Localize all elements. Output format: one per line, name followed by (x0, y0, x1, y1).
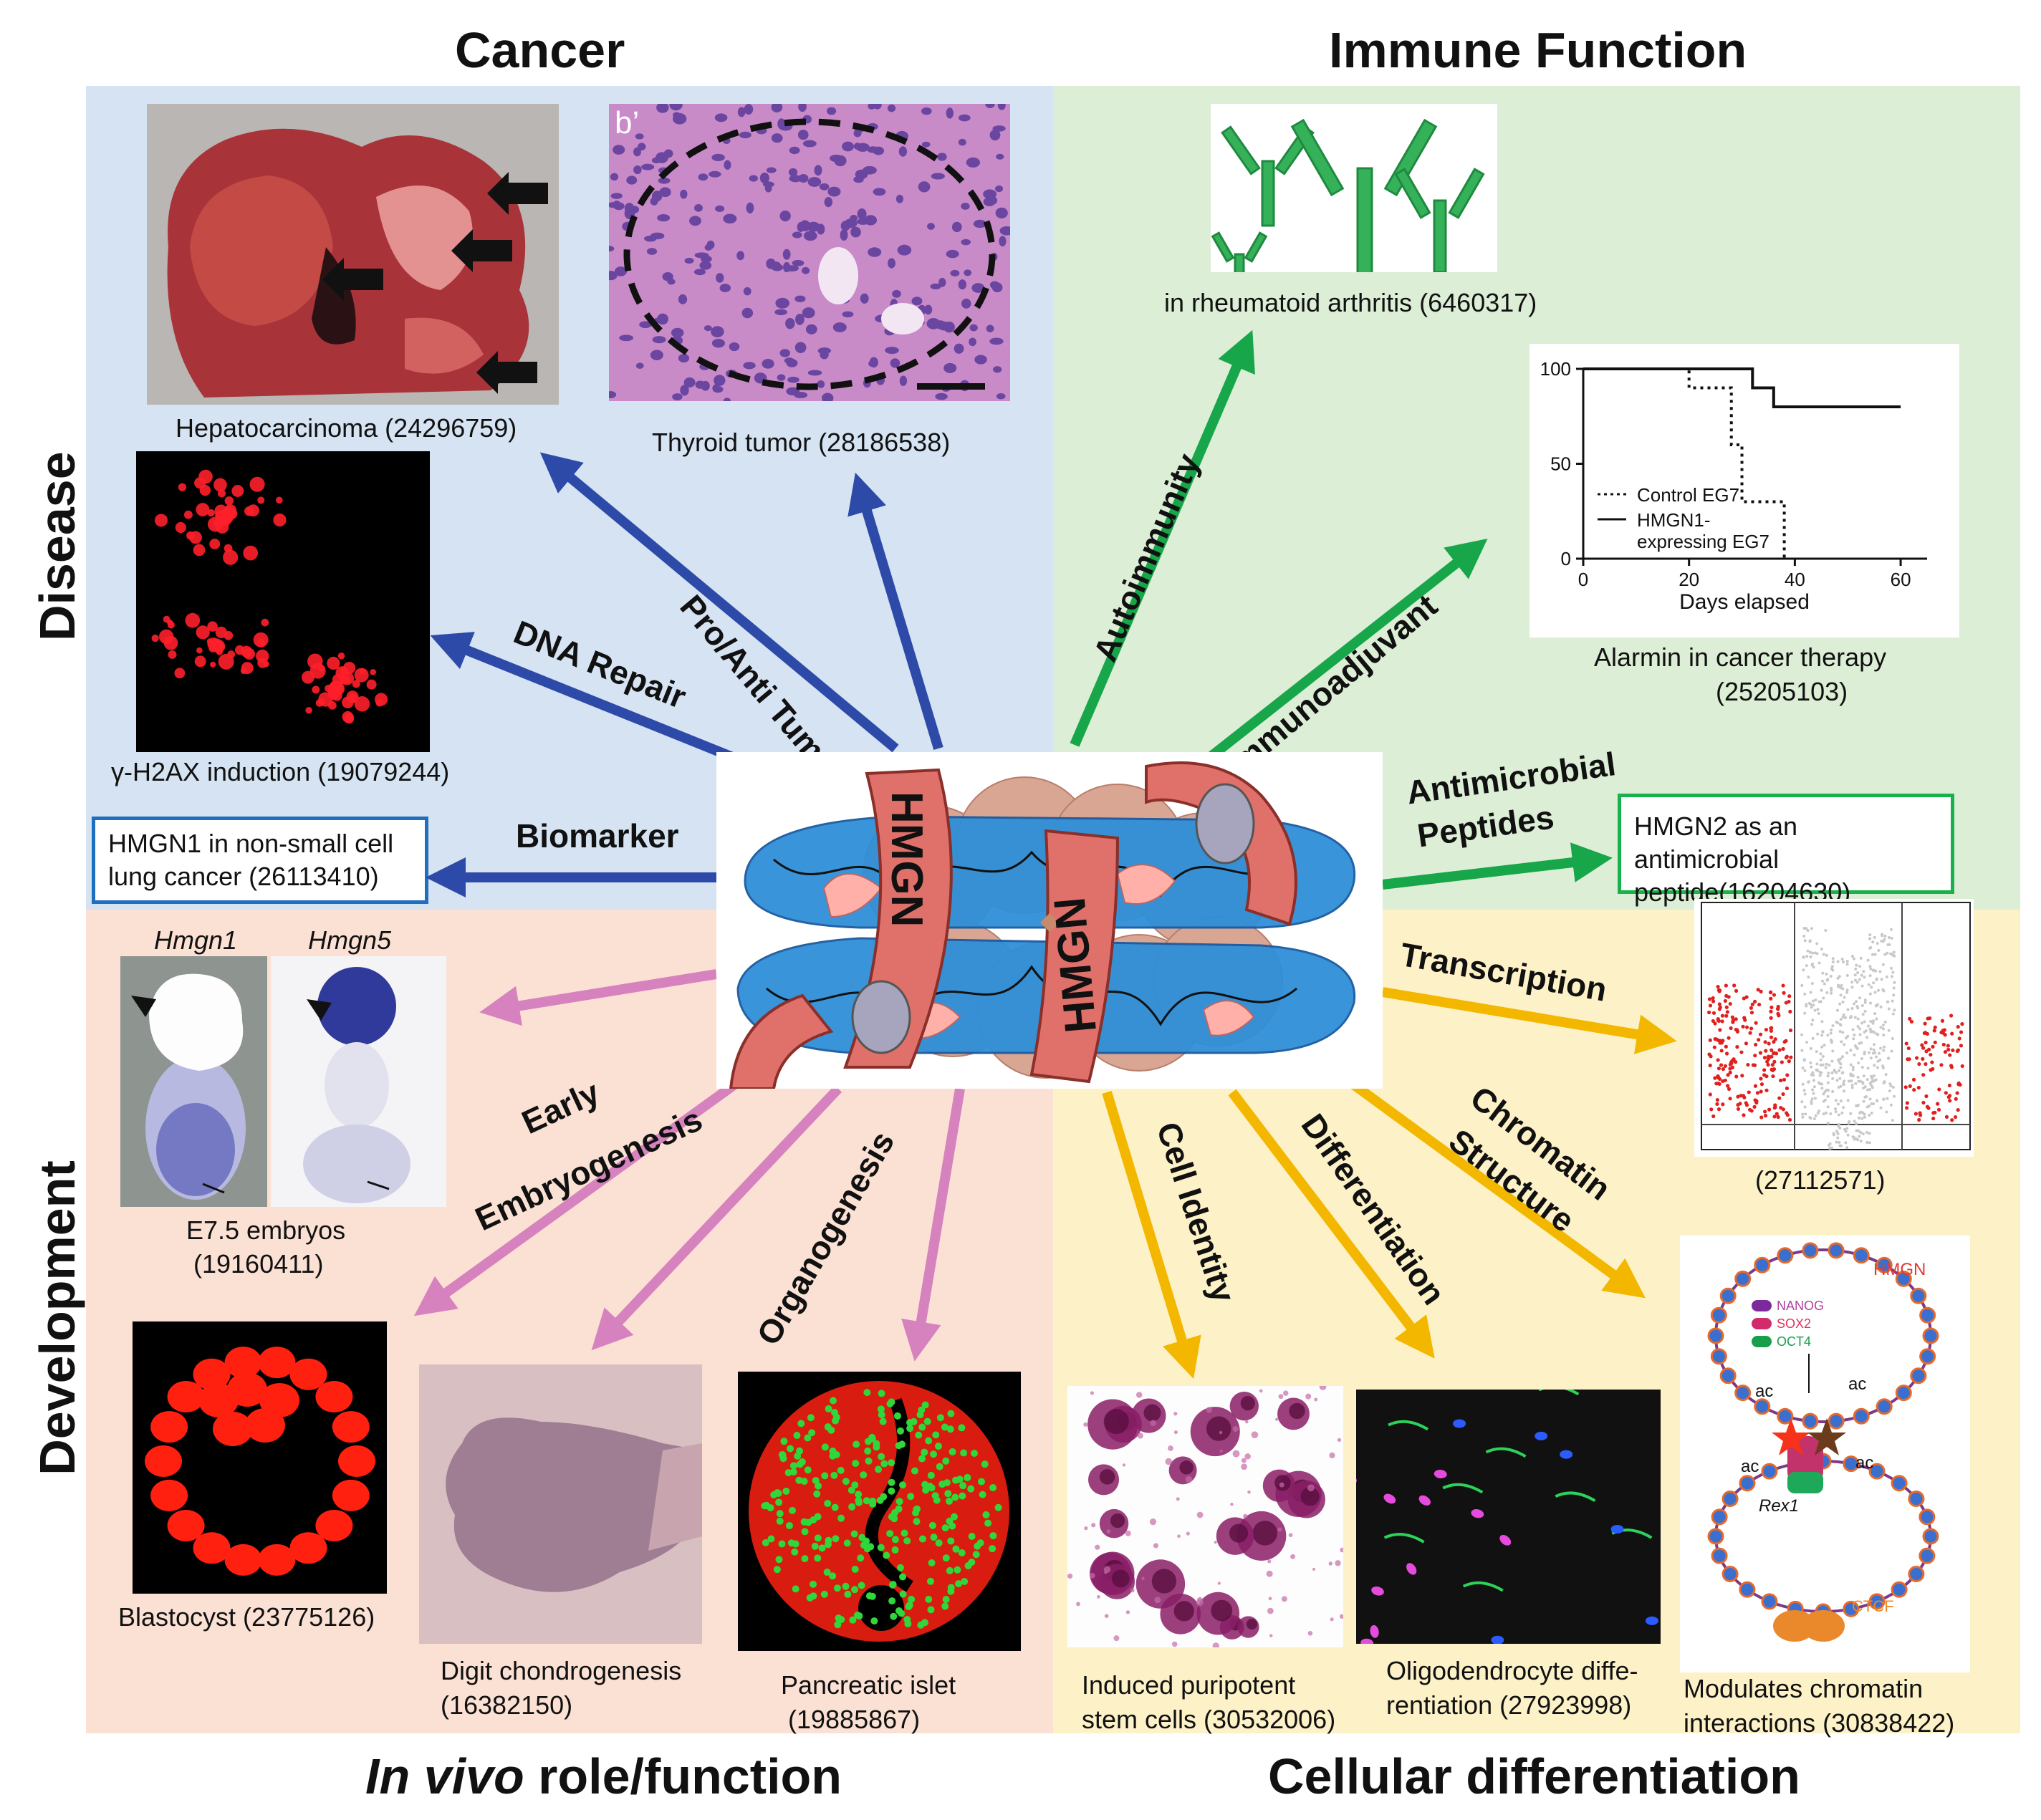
cancer-heading: Cancer (455, 22, 625, 78)
biomarker-box-line2: lung cancer (26113410) (108, 862, 379, 891)
chromatin-rex1: Rex1 (1759, 1496, 1799, 1516)
thyroid-caption: Thyroid tumor (28186538) (652, 428, 951, 457)
oligodendrocyte-image (1356, 1390, 1661, 1644)
h2ax-image (136, 451, 430, 752)
oligo-caption-1: Oligodendrocyte diffe- (1386, 1656, 1638, 1685)
label-biomarker: Biomarker (516, 817, 679, 854)
biomarker-box-line1: HMGN1 in non-small cell (108, 829, 394, 858)
survival-xlabel: Days elapsed (1679, 590, 1810, 614)
survival-chart: 0 20 40 60 0 50 100 Days elapsed Control EG7 H… (1529, 344, 1959, 637)
arrow-h2ax (430, 632, 740, 764)
embryo-image-hmgn1 (120, 956, 267, 1207)
chromatin-oct4: OCT4 (1777, 1334, 1811, 1349)
hepatocarcinoma-image (147, 104, 559, 405)
arrow-chromatin (1336, 1070, 1646, 1299)
volcano-plot (1694, 899, 1974, 1157)
pancreatic-image (738, 1372, 1021, 1651)
survival-xtick-label: 0 (1578, 569, 1588, 590)
survival-legend: Control EG7 HMGN1- expressing EG7 (1598, 484, 1769, 552)
legend-hmgn1: HMGN1- (1637, 509, 1711, 531)
chromatin-caption-2: interactions (30838422) (1684, 1708, 1955, 1738)
invivo-heading: In vivo role/function (365, 1748, 842, 1805)
hepatocarcinoma-caption: Hepatocarcinoma (24296759) (176, 413, 517, 443)
chromatin-diagram: HMGN NANOG SOX2 OCT4 ac ac ac ac Rex1 CT… (1680, 1236, 1970, 1672)
chromatin-caption-1: Modulates chromatin (1684, 1674, 1924, 1703)
hmgn1-label: Hmgn1 (154, 925, 238, 955)
arrow-transcription (1381, 987, 1677, 1054)
chromatin-ac-4: ac (1855, 1453, 1873, 1473)
arrow-pancreatic (901, 1087, 965, 1362)
hmgn-label-2: HMGN (1045, 895, 1106, 1035)
ipsc-caption-2: stem cells (30532006) (1082, 1705, 1336, 1734)
survival-xtick-label: 20 (1679, 569, 1699, 590)
invivo-rest: role/function (524, 1748, 842, 1804)
ipsc-caption-1: Induced puripotent (1082, 1670, 1296, 1700)
antimicrobial-box: HMGN2 as an antimicrobial peptide(162046… (1618, 794, 1954, 907)
survival-ytick-label: 0 (1561, 548, 1571, 569)
biomarker-box: HMGN1 in non-small cell lung cancer (261… (92, 817, 428, 904)
blastocyst-caption: Blastocyst (23775126) (118, 1602, 375, 1632)
arrow-embryo (479, 969, 718, 1026)
survival-series-0 (1583, 367, 1786, 559)
digit-caption-1: Digit chondrogenesis (441, 1656, 682, 1685)
digit-image (419, 1364, 702, 1644)
arrow-blastocyst (413, 1070, 752, 1316)
alarmin-caption-1: Alarmin in cancer therapy (1594, 642, 1887, 672)
arrow-digit (591, 1085, 842, 1351)
arrow-immunoadjuvant (1186, 539, 1488, 778)
survival-xtick-label: 60 (1891, 569, 1911, 590)
thyroid-panel-letter: b’ (615, 105, 640, 140)
thyroid-image: b’ (609, 104, 1010, 401)
volcano-caption: (27112571) (1755, 1165, 1886, 1195)
chromatin-sox2: SOX2 (1777, 1316, 1811, 1331)
chromatin-ctcf: CTCF (1852, 1597, 1894, 1615)
survival-series-1 (1583, 367, 1901, 408)
survival-xtick-label: 40 (1785, 569, 1805, 590)
legend-hmgn1-line2: expressing EG7 (1637, 531, 1769, 552)
cellular-heading: Cellular differentiation (1268, 1748, 1800, 1804)
pancreatic-caption-1: Pancreatic islet (781, 1670, 956, 1700)
alarmin-caption-2: (25205103) (1716, 677, 1848, 706)
pancreatic-caption-2: (19885867) (788, 1705, 921, 1734)
chromatin-hmgn: HMGN (1873, 1260, 1926, 1279)
immune-heading: Immune Function (1329, 22, 1747, 78)
embryo-caption-1: E7.5 embryos (186, 1215, 346, 1245)
arrow-hepatocarcinoma (539, 452, 899, 753)
hmgn5-label: Hmgn5 (308, 925, 392, 955)
survival-ytick-label: 100 (1540, 358, 1571, 380)
embryo-caption-2: (19160411) (193, 1249, 324, 1279)
antimicrobial-box-line1: HMGN2 as an antimicrobial (1634, 812, 1798, 874)
oligo-caption-2: rentiation (27923998) (1386, 1690, 1632, 1720)
arrow-thyroid (847, 472, 943, 751)
chromatin-ac-2: ac (1848, 1374, 1866, 1394)
arrow-autoimmunity (1070, 329, 1255, 747)
digit-caption-2: (16382150) (441, 1690, 573, 1720)
chromatin-ac-3: ac (1741, 1457, 1759, 1476)
arrow-differentiation (1228, 1089, 1435, 1359)
arrow-antimicrobial (1382, 842, 1613, 890)
embryo-image-hmgn5 (271, 956, 446, 1207)
chromatin-nanog: NANOG (1777, 1299, 1824, 1313)
invivo-italic: In vivo (365, 1748, 524, 1804)
survival-chart-svg: 0 20 40 60 0 50 100 Days elapsed Control EG7 H… (1540, 358, 1927, 614)
legend-control: Control EG7 (1637, 484, 1739, 506)
ipsc-image (1067, 1386, 1343, 1647)
rheumatoid-caption: in rheumatoid arthritis (6460317) (1164, 288, 1537, 317)
hmgn-label-1: HMGN (882, 791, 931, 927)
arrow-cell-identity (1102, 1090, 1201, 1380)
chromatin-ac-1: ac (1755, 1382, 1773, 1401)
survival-ytick-label: 50 (1550, 453, 1571, 475)
antibody-image (1211, 104, 1497, 272)
nucleosome-image: HMGN HMGN (716, 752, 1383, 1089)
h2ax-caption: γ-H2AX induction (19079244) (111, 757, 450, 786)
blastocyst-image (133, 1321, 387, 1594)
